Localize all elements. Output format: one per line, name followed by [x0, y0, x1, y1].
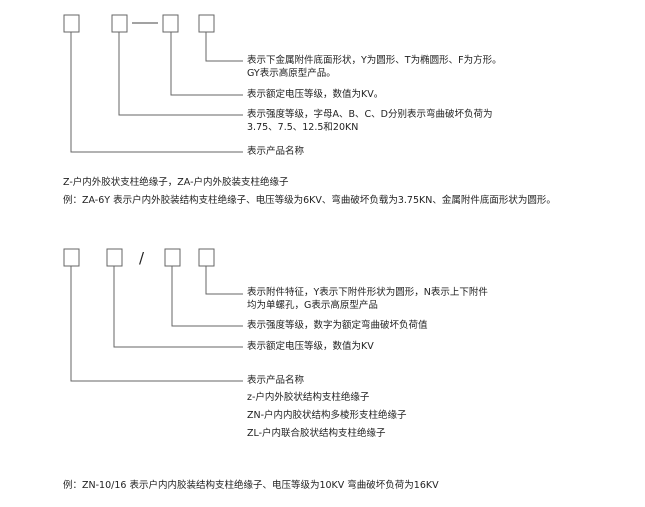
code-box-2 — [106, 248, 123, 267]
label-rated-voltage: 表示额定电压等级，数值为KV — [247, 341, 374, 352]
leader-line-box4 — [205, 266, 243, 295]
leader-line-box4 — [205, 32, 243, 62]
diagram1-example: 例：ZA-6Y 表示户内外胶装结构支柱绝缘子、电压等级为6KV、弯曲破坏负载为3… — [63, 195, 556, 206]
label-product-name: 表示产品名称 — [247, 375, 305, 386]
label-strength-grade: 表示强度等级，数字为额定弯曲破坏负荷值 — [247, 320, 428, 331]
code-separator-slash: / — [139, 249, 145, 267]
designation-diagram-1 — [63, 14, 243, 153]
label-rated-voltage: 表示额定电压等级，数值为KV。 — [247, 89, 384, 100]
code-box-3 — [164, 248, 181, 267]
label-lower-fitting-shape-line1: 表示下金属附件底面形状，Y为圆形、T为椭圆形、F为方形。 — [247, 55, 502, 66]
leader-line-box3 — [171, 266, 243, 327]
product-type-zn: ZN-户内内胶状结构多棱形支柱绝缘子 — [247, 410, 407, 421]
code-box-2 — [111, 14, 128, 33]
diagram2-example: 例：ZN-10/16 表示户内内胶装结构支柱绝缘子、电压等级为10KV 弯曲破坏… — [63, 480, 439, 491]
leader-line-box2 — [113, 266, 243, 348]
label-fitting-feature-line1: 表示附件特征，Y表示下附件形状为圆形，N表示上下附件 — [247, 287, 488, 298]
code-box-4 — [198, 14, 215, 33]
product-type-z: z-户内外胶状结构支柱绝缘子 — [247, 392, 370, 403]
label-strength-grade-line1: 表示强度等级，字母A、B、C、D分别表示弯曲破坏负荷为 — [247, 109, 493, 120]
label-fitting-feature-line2: 均为单螺孔，G表示高原型产品 — [247, 300, 378, 311]
leader-line-box1 — [70, 32, 243, 153]
label-lower-fitting-shape-line2: GY表示高原型产品。 — [247, 68, 336, 79]
code-box-3 — [162, 14, 179, 33]
diagram1-note: Z-户内外胶状支柱绝缘子，ZA-户内外胶装支柱绝缘子 — [63, 177, 289, 188]
label-strength-grade-line2: 3.75、7.5、12.5和20KN — [247, 122, 359, 133]
designation-diagram-2 — [63, 248, 243, 382]
leader-line-box3 — [170, 32, 243, 96]
product-type-zl: ZL-户内联合胶状结构支柱绝缘子 — [247, 428, 386, 439]
code-box-1 — [63, 248, 80, 267]
code-box-1 — [63, 14, 80, 33]
label-product-name: 表示产品名称 — [247, 146, 305, 157]
leader-line-box1 — [70, 266, 243, 382]
code-box-4 — [198, 248, 215, 267]
leader-line-box2 — [118, 32, 243, 116]
